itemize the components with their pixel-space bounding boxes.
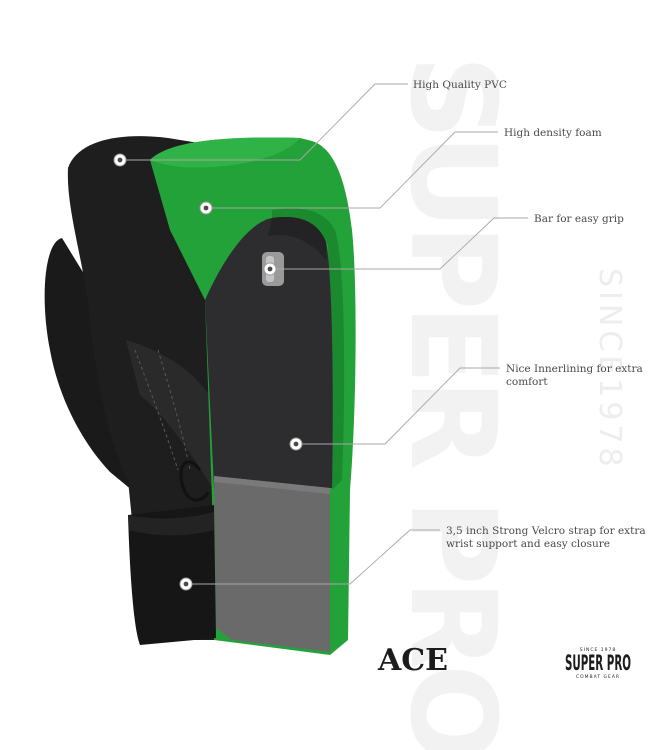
inner-lining-shade bbox=[268, 217, 326, 260]
velcro-strap bbox=[214, 476, 330, 652]
callout-foam-label-line-1: High density foam bbox=[504, 127, 602, 139]
callout-pvc-label: High Quality PVC bbox=[413, 79, 507, 91]
callout-grip-label: Bar for easy grip bbox=[534, 213, 624, 225]
brand-logo-bottom-line: COMBAT GEAR bbox=[576, 674, 620, 680]
callout-grip-label-line-1: Bar for easy grip bbox=[534, 213, 624, 225]
callout-foam-leader bbox=[206, 131, 498, 209]
callout-velcro-label: 3,5 inch Strong Velcro strap for extra w… bbox=[446, 525, 649, 550]
callout-lining: Nice Innerlining for extra comfort bbox=[289, 363, 646, 451]
product-name: ACE bbox=[377, 643, 448, 678]
callout-grip-marker-dot bbox=[267, 266, 273, 272]
callout-lining-marker-dot bbox=[293, 441, 299, 447]
glove-illustration bbox=[44, 136, 356, 655]
callout-grip-leader bbox=[270, 217, 528, 270]
callout-pvc-leader bbox=[120, 83, 408, 161]
callout-foam-marker-dot bbox=[203, 205, 209, 211]
callout-velcro-leader bbox=[186, 529, 440, 585]
brand-logo-top-line: SINCE 1978 bbox=[580, 647, 616, 653]
callout-pvc-marker-dot bbox=[117, 157, 123, 163]
inner-lining bbox=[205, 217, 333, 488]
callout-velcro: 3,5 inch Strong Velcro strap for extra w… bbox=[179, 525, 649, 591]
glove-shell-highlight bbox=[126, 340, 214, 490]
callout-lining-label: Nice Innerlining for extra comfort bbox=[506, 363, 646, 388]
callout-grip: Bar for easy grip bbox=[263, 213, 624, 276]
callout-pvc: High Quality PVC bbox=[113, 79, 507, 167]
callout-velcro-label-line-2: wrist support and easy closure bbox=[446, 538, 610, 550]
callout-velcro-label-line-1: 3,5 inch Strong Velcro strap for extra bbox=[446, 525, 646, 537]
wrist-cuff-band bbox=[128, 512, 214, 536]
callout-lining-label-line-2: comfort bbox=[506, 376, 548, 388]
glove-stitching-2 bbox=[157, 349, 191, 471]
callout-pvc-label-line-1: High Quality PVC bbox=[413, 79, 507, 91]
callout-foam: High density foam bbox=[199, 127, 602, 215]
glove-stitching bbox=[134, 349, 179, 471]
callout-lining-leader bbox=[296, 367, 500, 445]
brand-logo-name: SUPER PRO bbox=[565, 651, 631, 675]
watermark: SUPER PRO SINCE1978 bbox=[384, 55, 627, 750]
watermark-since-text: SINCE1978 bbox=[592, 268, 627, 471]
velcro-strap-edge bbox=[214, 476, 330, 494]
watermark-main-text: SUPER PRO bbox=[384, 55, 522, 750]
brand-logo: SINCE 1978 SUPER PRO COMBAT GEAR bbox=[565, 647, 631, 680]
callout-velcro-marker-dot bbox=[183, 581, 189, 587]
wrist-cuff bbox=[128, 505, 216, 645]
glove-cord bbox=[179, 460, 210, 502]
callout-lining-label-line-1: Nice Innerlining for extra bbox=[506, 363, 643, 375]
callout-foam-label: High density foam bbox=[504, 127, 602, 139]
